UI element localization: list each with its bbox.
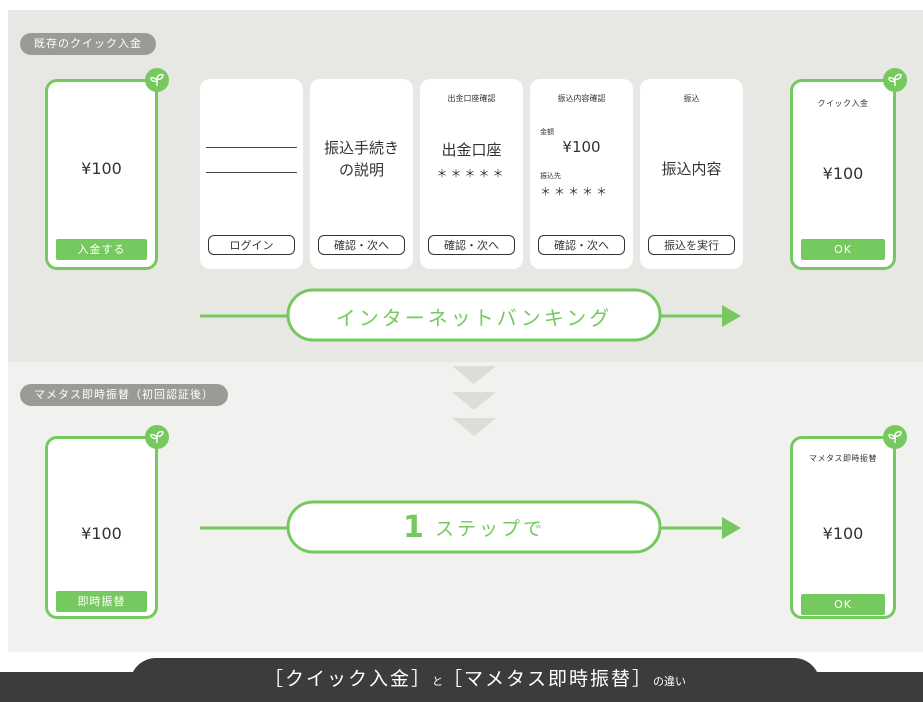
amount-text: ¥100 — [822, 164, 864, 183]
flow-pill — [286, 288, 662, 342]
step-card-transfer-confirm: 振込内容確認 金額 ¥100 振込先 ＊＊＊＊＊ 確認・次へ — [530, 79, 633, 269]
confirm-next-button[interactable]: 確認・次へ — [318, 235, 405, 255]
flow-pill — [286, 500, 662, 554]
amount-text: ¥100 — [822, 524, 864, 543]
plant-badge-icon — [883, 68, 907, 92]
phone-title: マメタス即時振替 — [809, 454, 877, 463]
card-title: 出金口座確認 — [447, 94, 496, 103]
chevron-down-icon — [452, 392, 496, 410]
destination-label: 振込先 — [540, 172, 561, 180]
withdraw-account-text: 出金口座 — [441, 141, 502, 159]
footer-title: ［クイック入金］と［マメタス即時振替］の違い — [130, 664, 820, 691]
plant-badge-icon — [145, 425, 169, 449]
arrow-right-icon — [722, 305, 741, 327]
amount-text: ¥100 — [562, 138, 601, 156]
amount-label: 金額 — [540, 128, 554, 136]
flow-arrow-top — [200, 288, 741, 342]
ok-button[interactable]: OK — [801, 239, 885, 260]
section-label-existing: 既存のクイック入金 — [20, 33, 156, 55]
flow-label-one-step: 1 ステップで — [288, 510, 660, 545]
footer-connector: と — [432, 675, 443, 688]
step-label: ステップで — [434, 518, 545, 540]
masked-stars: ＊＊＊＊＊ — [540, 185, 610, 198]
right-phone-top: クイック入金 ¥100 OK — [790, 79, 896, 270]
footer-tab — [130, 658, 820, 702]
plant-badge-icon — [145, 68, 169, 92]
execute-transfer-button[interactable]: 振込を実行 — [648, 235, 735, 255]
right-phone-bottom: マメタス即時振替 ¥100 OK — [790, 436, 896, 619]
explanation-text: 振込手続き の説明 — [323, 139, 399, 179]
footer-part1: ［クイック入金］ — [263, 668, 432, 690]
step-count: 1 — [403, 510, 424, 545]
left-phone-bottom: ¥100 即時振替 — [45, 436, 158, 619]
card-title: 振込内容確認 — [557, 94, 606, 103]
arrow-right-icon — [722, 517, 741, 539]
chevron-down-icon — [452, 366, 496, 384]
masked-stars: ＊＊＊＊＊ — [436, 167, 507, 180]
chevron-down-icons — [452, 366, 496, 436]
footer-part2: ［マメタス即時振替］ — [443, 668, 654, 690]
ok-button[interactable]: OK — [801, 594, 885, 615]
confirm-next-button[interactable]: 確認・次へ — [538, 235, 625, 255]
input-line — [206, 147, 297, 148]
phone-title: クイック入金 — [817, 99, 869, 108]
step-card-explanation: 振込手続き の説明 確認・次へ — [310, 79, 413, 269]
transfer-content-text: 振込内容 — [661, 160, 722, 178]
section-label-mametas: マメタス即時振替（初回認証後） — [20, 384, 228, 406]
deposit-button[interactable]: 入金する — [56, 239, 147, 260]
input-line — [206, 172, 297, 173]
card-title: 振込 — [683, 94, 700, 103]
left-phone-top: ¥100 入金する — [45, 79, 158, 270]
flow-label-internet-banking: インターネットバンキング — [335, 306, 613, 330]
plant-badge-icon — [883, 425, 907, 449]
amount-text: ¥100 — [81, 524, 122, 543]
footer-suffix: の違い — [653, 675, 687, 688]
instant-transfer-button[interactable]: 即時振替 — [56, 591, 147, 612]
flow-arrow-bottom — [200, 500, 741, 554]
step-card-withdraw-account: 出金口座確認 出金口座 ＊＊＊＊＊ 確認・次へ — [420, 79, 523, 269]
chevron-down-icon — [452, 418, 496, 436]
confirm-next-button[interactable]: 確認・次へ — [428, 235, 515, 255]
amount-text: ¥100 — [81, 159, 122, 178]
login-button[interactable]: ログイン — [208, 235, 295, 255]
step-card-transfer: 振込 振込内容 振込を実行 — [640, 79, 743, 269]
step-card-login: ログイン — [200, 79, 303, 269]
